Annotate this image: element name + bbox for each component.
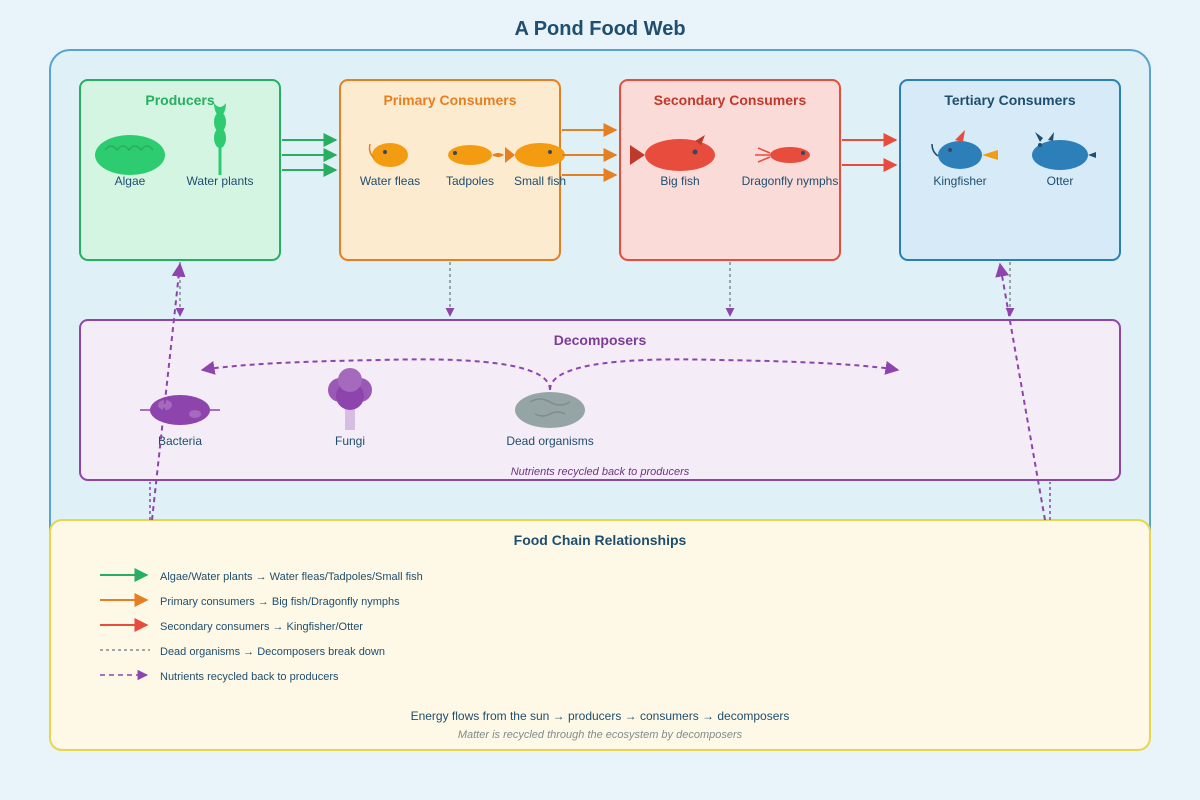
- producers-title: Producers: [145, 92, 214, 108]
- dead-organisms-icon: [515, 392, 585, 428]
- energy-flow-note: Energy flows from the sun → producers → …: [411, 709, 790, 723]
- decomposers-title: Decomposers: [554, 332, 647, 348]
- kingfisher-label: Kingfisher: [933, 174, 986, 188]
- secondary-consumers-box: Secondary Consumers Big fish Dragonfly n…: [619, 79, 841, 261]
- fungi-label: Fungi: [335, 434, 365, 448]
- primary-consumers-title: Primary Consumers: [383, 92, 516, 108]
- tadpoles-label: Tadpoles: [446, 174, 494, 188]
- dead-organisms-label: Dead organisms: [506, 434, 593, 448]
- big-fish-icon: [630, 135, 715, 171]
- tadpole-icon: [448, 145, 504, 165]
- legend-entry-recycle: Nutrients recycled back to producers: [160, 671, 339, 683]
- dragonfly-nymphs-label: Dragonfly nymphs: [742, 174, 839, 188]
- producer-to-primary-arrows: [282, 133, 338, 177]
- primary-to-secondary-arrows: [562, 123, 618, 182]
- otter-icon: [1032, 132, 1096, 170]
- matter-recycle-note: Matter is recycled through the ecosystem…: [458, 729, 743, 741]
- water-plant-icon: [214, 103, 226, 175]
- small-fish-label: Small fish: [514, 174, 566, 188]
- secondary-to-tertiary-arrows: [842, 133, 898, 172]
- bacteria-label: Bacteria: [158, 434, 202, 448]
- algae-label: Algae: [115, 174, 146, 188]
- producers-box: Producers Algae Water plants: [79, 79, 281, 261]
- small-fish-icon: [505, 143, 565, 167]
- tertiary-consumers-title: Tertiary Consumers: [944, 92, 1075, 108]
- legend-title: Food Chain Relationships: [514, 532, 687, 548]
- legend-entry-producers: Algae/Water plants → Water fleas/Tadpole…: [160, 571, 423, 583]
- water-flea-icon: [368, 143, 408, 167]
- kingfisher-icon: [931, 130, 998, 169]
- secondary-consumers-title: Secondary Consumers: [654, 92, 807, 108]
- legend-entry-dead-organisms: Dead organisms → Decomposers break down: [160, 646, 385, 658]
- fungi-icon: [328, 368, 372, 430]
- tertiary-consumers-box: Tertiary Consumers Kingfisher Otter: [899, 79, 1121, 261]
- otter-label: Otter: [1047, 174, 1074, 188]
- decomposers-box: Decomposers Bacteria Fungi Dead organism…: [79, 319, 1121, 481]
- primary-consumers-box: Primary Consumers Water fleas Tadpoles S…: [339, 79, 566, 261]
- algae-icon: [95, 135, 165, 175]
- diagram-title: A Pond Food Web: [514, 18, 685, 40]
- nutrient-return-arrows: [149, 262, 1051, 521]
- water-fleas-label: Water fleas: [360, 174, 420, 188]
- big-fish-label: Big fish: [660, 174, 699, 188]
- legend-entry-secondary: Secondary consumers → Kingfisher/Otter: [160, 621, 363, 633]
- legend-panel: Food Chain Relationships Algae/Water pla…: [49, 519, 1151, 751]
- recycle-note: Nutrients recycled back to producers: [511, 466, 690, 478]
- water-plants-label: Water plants: [187, 174, 254, 188]
- dragonfly-nymph-icon: [755, 147, 810, 163]
- legend-entry-primary: Primary consumers → Big fish/Dragonfly n…: [160, 596, 400, 608]
- nutrient-recycling-arrows: [200, 358, 900, 391]
